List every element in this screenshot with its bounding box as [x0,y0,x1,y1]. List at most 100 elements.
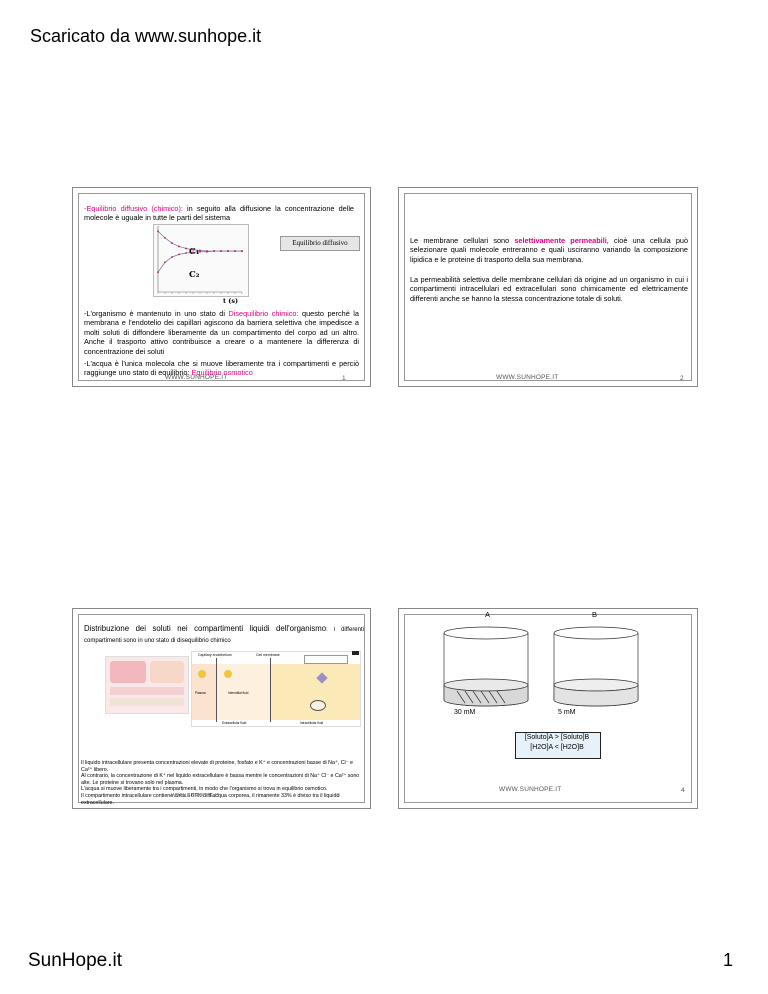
slide-3-inner [78,614,365,803]
label-capillary-endothelium: Capillary endothelium [198,653,232,657]
c1-label: C₁ [189,247,200,257]
c2-label: C₂ [189,270,200,280]
series-2-point [227,250,229,252]
series-line-2 [157,250,242,273]
watermark: WWW.SUNHOPE.IT [171,793,220,799]
bullet: - [84,204,87,213]
p3-a: -L'acqua è l'unica molecola che si muove… [84,359,359,378]
series-2-point [157,271,159,274]
beaker-a [443,626,529,707]
series-1-point [157,230,159,233]
cell-protein-icon [310,700,326,711]
watermark: WWW.SUNHOPE.IT [499,786,562,793]
slide-3-title: Distribuzione dei soluti nei compartimen… [84,624,364,647]
series-1-point [185,247,187,250]
series-2-point [178,253,180,256]
beaker-b [553,626,639,707]
slide-number: 4 [681,787,685,794]
slide-2: Le membrane cellulari sono selettivament… [398,187,698,387]
slide-1-paragraph-1: -Equilibrio diffusivo (chimico): in segu… [84,204,354,223]
beakers-drawing [443,626,639,707]
compartments-illustration [105,656,189,714]
slide-1: -Equilibrio diffusivo (chimico): in segu… [72,187,371,387]
diffusion-chart [153,224,249,297]
legend-strip-2 [110,698,184,706]
inequality-solute: [Soluto]A > [Soluto]B [524,734,590,741]
note-2: Al contrario, la concentrazione di K⁺ ne… [81,773,360,786]
chart-title-box: Equilibrio diffusivo [280,236,360,251]
slide-2-paragraph-2: La permeabilità selettiva delle membrane… [410,275,688,303]
label-interstitial: Interstitial fluid [228,691,249,695]
chart-axes [157,226,242,293]
slide-1-paragraph-3: -L'acqua è l'unica molecola che si muove… [84,359,359,378]
na-ion-icon [198,670,206,678]
legend-strip [110,687,184,695]
slide-number: 1 [342,375,346,382]
s3-title-a: Distribuzione dei soluti nei compartimen… [84,624,327,633]
label-intracellular: Intracellular fluid [300,721,324,725]
footer-page-number: 1 [722,950,733,970]
endothelium-line [216,658,217,722]
note-4: Il compartimento intracellulare contiene… [81,792,340,806]
series-1-point [164,236,166,239]
slide-4-inner [404,614,692,803]
label-cell-membrane: Cell membrane [256,653,280,657]
x-axis-label: t (s) [223,297,239,305]
series-line-1 [157,231,242,252]
footer-site: SunHope.it [28,950,123,971]
inequality-box [515,732,601,759]
page-header: Scaricato da www.sunhope.it [30,26,262,46]
slide-1-paragraph-2: -L'organismo è mantenuto in uno stato di… [84,309,359,356]
label-extracellular: Extracellular fluid [222,721,247,725]
series-2-point [206,250,208,253]
note-3: L'acqua si muove liberamente tra i compa… [81,786,328,793]
series-2-point [199,250,201,253]
inequality-water: [H2O]A < [H2O]B [530,744,584,751]
series-1-point [178,245,180,248]
beaker-a-label: A [485,610,491,619]
slide-3-notes: Il liquido intracellulare presenta conce… [81,760,363,806]
slide-3: Distribuzione dei soluti nei compartimen… [72,608,371,809]
equilibrio-diffusivo-term: Equilibrio diffusivo (chimico): [86,204,183,213]
disequilibrio-term: Disequilibrio chimico: [228,309,299,318]
p2-b: questo perché la membrana e l'endotelio … [84,309,359,356]
slide-1-inner [78,193,365,381]
series-2-point [192,251,194,254]
series-1-point [171,242,173,245]
series-2-point [171,256,173,258]
legend-box [304,655,348,664]
beaker-b-concentration: 5 mM [558,709,576,716]
p2-a: -L'organismo è mantenuto in uno stato di [84,309,229,318]
intracellular-region [270,664,360,720]
watermark: WWW.SUNHOPE.IT [165,374,228,381]
equilibrio-osmotico-term: Equilibrio osmotico [191,368,253,378]
tissue-cells [150,661,184,683]
slide-4: A B 30 mM 5 mM [Soluto]A > [Soluto [398,608,698,809]
series-2-point [185,252,187,254]
slide-number: 2 [680,375,684,382]
note-1: Il liquido intracellulare presenta conce… [81,760,353,773]
series-2-point [241,250,243,252]
beaker-a-concentration: 30 mM [454,709,476,716]
label-plasma: Plasma [195,691,206,695]
series-2-point [164,261,166,264]
diffusion-chart-svg [157,226,243,294]
series-2-point [213,250,215,252]
p1-rest: in seguito alla diffusione la concentraz… [84,204,354,223]
series-2-point [220,250,222,252]
watermark: WWW.SUNHOPE.IT [496,374,559,381]
plasma-cells [110,661,146,683]
slide-number: 3 [337,793,340,799]
beaker-b-label: B [592,610,598,619]
k-ion-icon [224,670,232,678]
selettivamente-permeabili-term: selettivamente permeabili [514,236,607,245]
slide-2-paragraph-1: Le membrane cellulari sono selettivament… [410,236,688,264]
solute-distribution-figure: Capillary endothelium Cell membrane Inte… [191,651,361,727]
series-2-point [234,250,236,252]
series-1-point [192,248,194,251]
s3-title-b: : i differenti compartimenti sono in uno… [84,627,364,645]
s2-p1-b: , cioè una cellula può selezionare quali… [410,236,689,264]
series-1-point [199,249,201,252]
slide-2-inner [404,193,692,381]
figure-corner-badge [352,651,359,655]
